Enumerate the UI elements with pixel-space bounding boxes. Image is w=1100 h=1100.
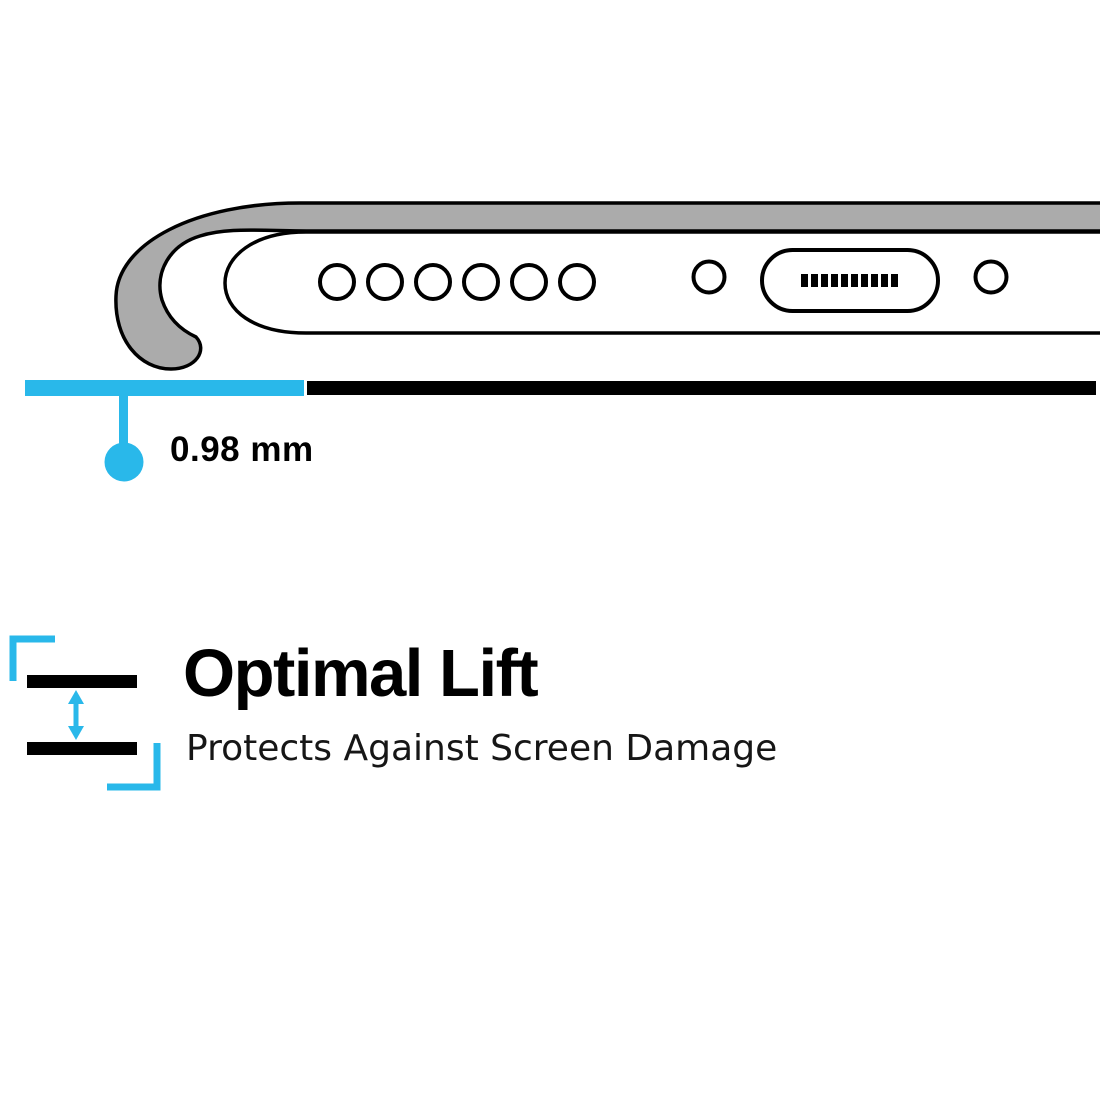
feature-subtitle: Protects Against Screen Damage	[186, 728, 778, 769]
port-pins	[801, 274, 898, 287]
bracket-top-left-icon	[9, 635, 55, 681]
phone-bottom-illustration	[25, 201, 1100, 482]
feature-title: Optimal Lift	[183, 636, 539, 711]
measurement-ink-bar	[307, 381, 1096, 395]
measurement-value: 0.98 mm	[170, 430, 314, 469]
case-lip-icon	[114, 201, 1100, 371]
screw-hole-icon	[691, 259, 727, 295]
screw-hole-icon	[973, 259, 1009, 295]
top-plate	[27, 675, 137, 688]
speaker-hole-icon	[318, 263, 596, 301]
measurement-pointer-line	[119, 396, 128, 444]
double-arrow-icon	[68, 690, 84, 740]
charging-port-icon	[760, 248, 940, 313]
phone-body	[223, 230, 1100, 335]
bottom-plate	[27, 742, 137, 755]
measurement-accent-bar	[25, 380, 304, 396]
measurement-dot-icon	[104, 442, 144, 482]
lift-gap-icon	[9, 635, 161, 791]
bracket-bottom-right-icon	[107, 743, 161, 791]
